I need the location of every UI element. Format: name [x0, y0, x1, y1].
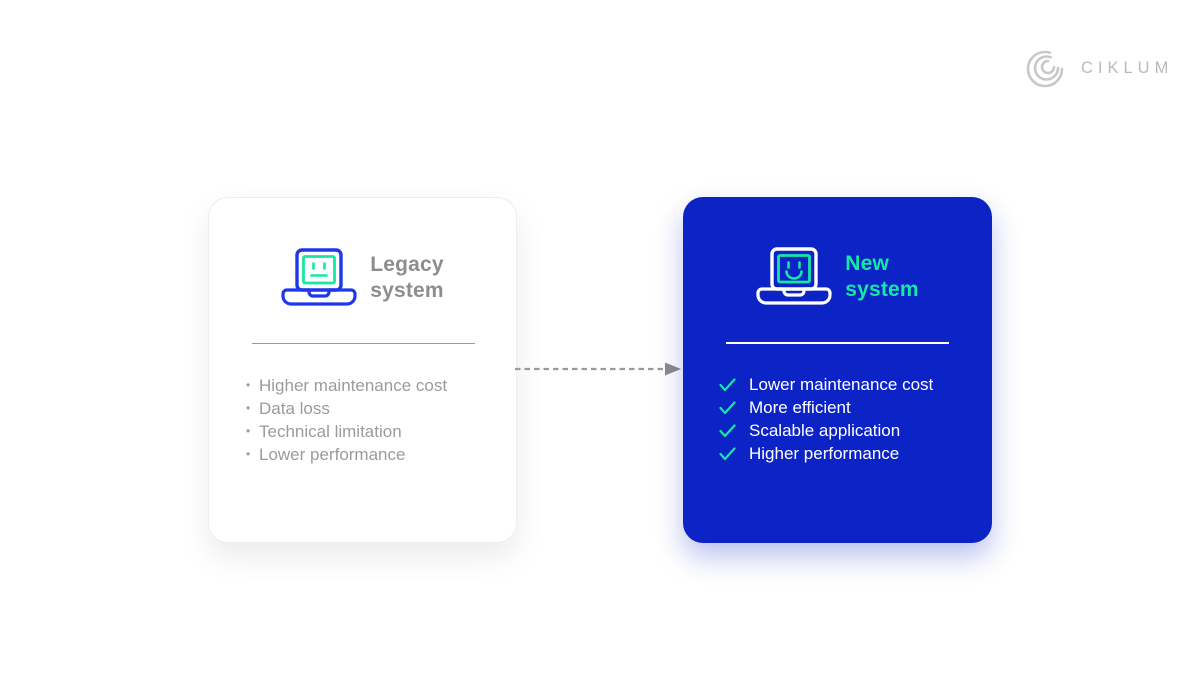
list-item-label: Lower performance [259, 444, 406, 464]
list-item: Higher performance [683, 442, 992, 465]
legacy-card-divider [252, 343, 475, 344]
new-card-divider [726, 342, 949, 344]
brand-logo: CIKLUM [1024, 45, 1173, 91]
list-item-label: Technical limitation [259, 421, 402, 441]
list-item-label: Data loss [259, 398, 330, 418]
check-icon [719, 423, 736, 437]
bullet-icon: • [246, 447, 251, 461]
new-feature-list: Lower maintenance cost More efficient Sc… [683, 373, 992, 465]
list-item-label: Scalable application [749, 420, 901, 440]
list-item-label: Higher performance [749, 443, 900, 463]
new-card-header: New system [683, 247, 992, 307]
list-item: • Lower performance [209, 443, 516, 466]
list-item: Scalable application [683, 419, 992, 442]
legacy-card-header: Legacy system [209, 248, 516, 308]
list-item: More efficient [683, 396, 992, 419]
legacy-feature-list: • Higher maintenance cost • Data loss • … [209, 374, 516, 466]
bullet-icon: • [246, 401, 251, 415]
brand-name: CIKLUM [1081, 58, 1174, 77]
laptop-sad-face-icon [281, 248, 357, 306]
list-item-label: Higher maintenance cost [259, 375, 448, 395]
new-card-title: New system [845, 252, 919, 301]
check-icon [719, 446, 736, 460]
list-item: • Data loss [209, 397, 516, 420]
list-item: • Technical limitation [209, 420, 516, 443]
ciklum-arcs-logo-icon [1026, 50, 1064, 88]
check-icon [719, 377, 736, 391]
list-item-label: More efficient [749, 397, 851, 417]
list-item: • Higher maintenance cost [209, 374, 516, 397]
new-system-card: New system Lower maintenance cost More e… [683, 197, 992, 543]
transition-arrow-icon [515, 362, 681, 376]
check-icon [719, 400, 736, 414]
list-item-label: Lower maintenance cost [749, 374, 934, 394]
bullet-icon: • [246, 378, 251, 392]
legacy-system-card: Legacy system • Higher maintenance cost … [208, 197, 517, 543]
legacy-card-title: Legacy system [370, 253, 444, 302]
list-item: Lower maintenance cost [683, 373, 992, 396]
laptop-happy-face-icon [756, 247, 832, 305]
bullet-icon: • [246, 424, 251, 438]
